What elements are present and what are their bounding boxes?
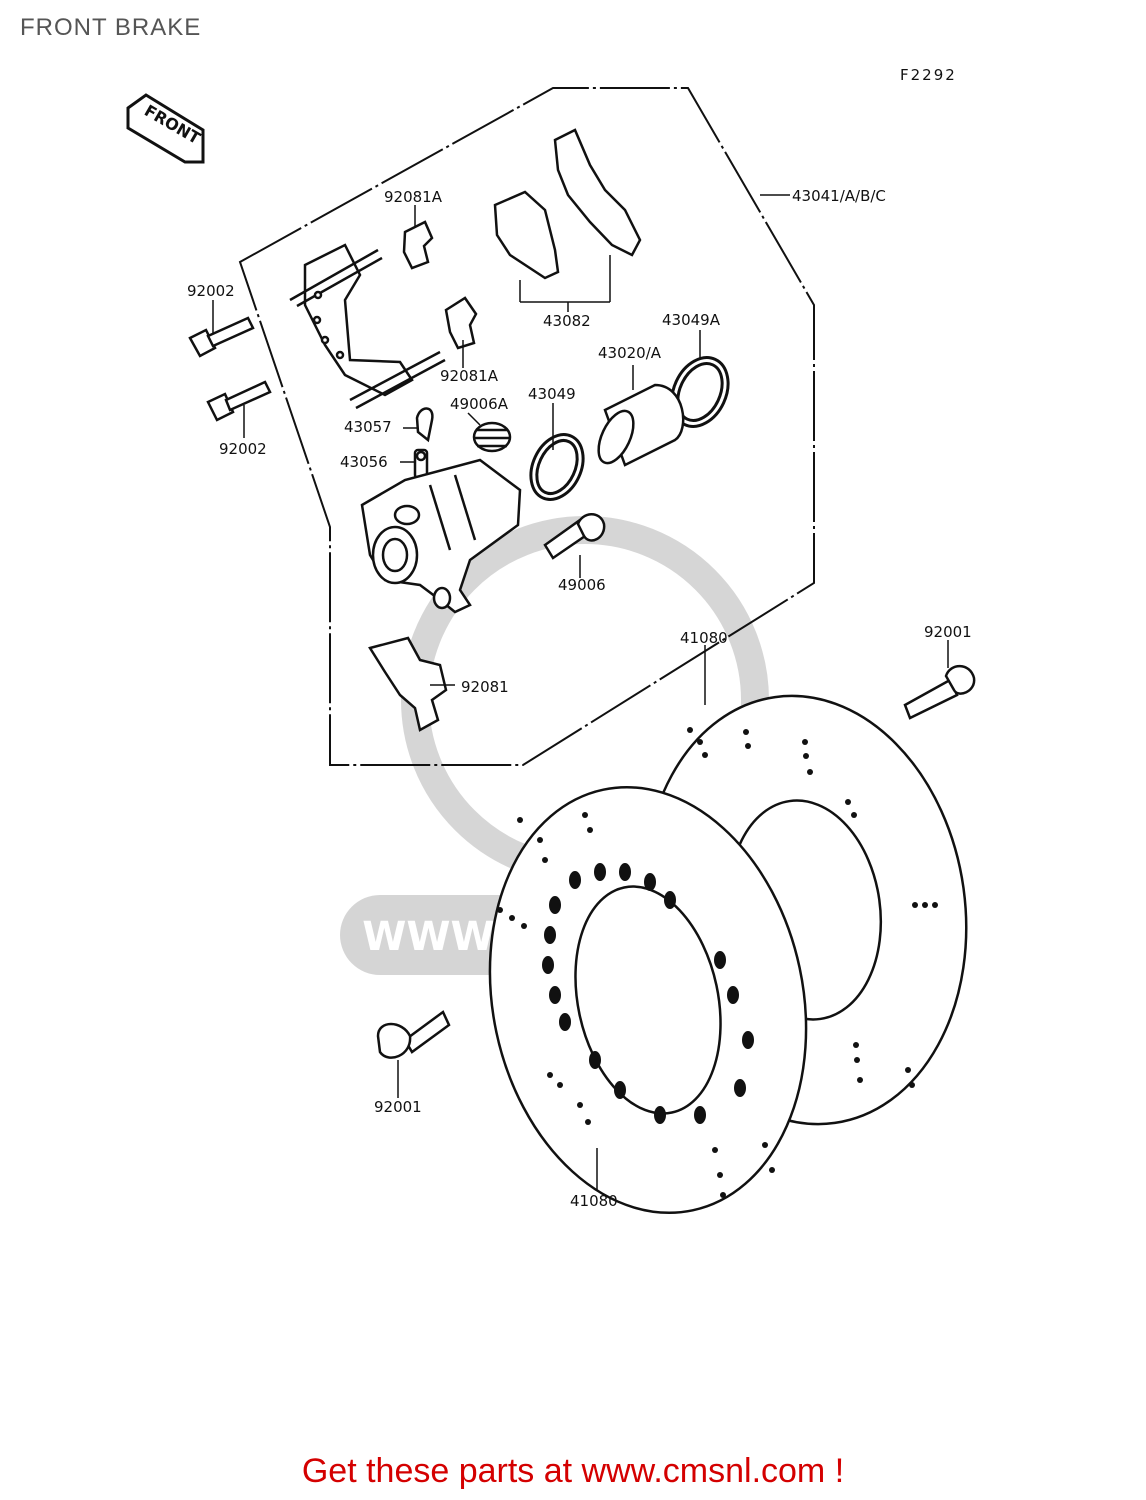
- caliper-body: [360, 458, 522, 614]
- label-49006: 49006: [558, 576, 606, 594]
- pad-spring-92081a-mid: [444, 296, 478, 350]
- label-43041: 43041/A/B/C: [792, 187, 886, 205]
- caliper-bracket: [289, 243, 446, 410]
- caliper-assembly-outline: [238, 87, 815, 766]
- piston-43020: [597, 383, 685, 467]
- label-92081a-mid: 92081A: [440, 367, 499, 385]
- label-43020: 43020/A: [598, 344, 662, 362]
- disc-bolt-92001-right: [903, 664, 976, 720]
- label-92081a-top: 92081A: [384, 188, 443, 206]
- bolt-92002-bottom: [206, 380, 272, 422]
- pin-bolt-49006: [543, 513, 606, 560]
- get-parts-link[interactable]: Get these parts at www.cmsnl.com !: [301, 1452, 845, 1490]
- label-43049: 43049: [528, 385, 576, 403]
- figure-code: F2292: [900, 66, 957, 84]
- disc-bolt-92001-left: [376, 1010, 451, 1059]
- label-92001-right: 92001: [924, 623, 972, 641]
- pad-spring-92081: [368, 636, 448, 732]
- leader-lines: [212, 194, 949, 1190]
- pad-spring-92081a-top: [402, 220, 434, 270]
- label-92002-bottom: 92002: [219, 440, 267, 458]
- front-arrow-icon: FRONT: [126, 93, 205, 164]
- disc-holes-front: [497, 812, 775, 1198]
- label-43082: 43082: [543, 312, 591, 330]
- label-92002-top: 92002: [187, 282, 235, 300]
- bolt-92002-top: [188, 316, 255, 358]
- label-92081: 92081: [461, 678, 509, 696]
- label-43049a: 43049A: [662, 311, 721, 329]
- label-43057: 43057: [344, 418, 392, 436]
- label-49006a: 49006A: [450, 395, 509, 413]
- seal-43049a: [670, 356, 730, 428]
- part-labels: 43041/A/B/C 92081A 92002 43082 43049A 43…: [187, 187, 972, 1210]
- bleeder-cap-43057: [415, 407, 434, 443]
- disc-holes-rear: [687, 727, 938, 1088]
- page-title: FRONT BRAKE: [20, 14, 202, 41]
- dust-boot-49006a: [472, 421, 512, 453]
- brake-pads-43082: [493, 128, 642, 280]
- brake-disc-41080-front: [488, 785, 808, 1215]
- label-41080-bottom: 41080: [570, 1192, 618, 1210]
- label-41080-top: 41080: [680, 629, 728, 647]
- seal-43049: [529, 433, 585, 501]
- label-43056: 43056: [340, 453, 388, 471]
- label-92001-left: 92001: [374, 1098, 422, 1116]
